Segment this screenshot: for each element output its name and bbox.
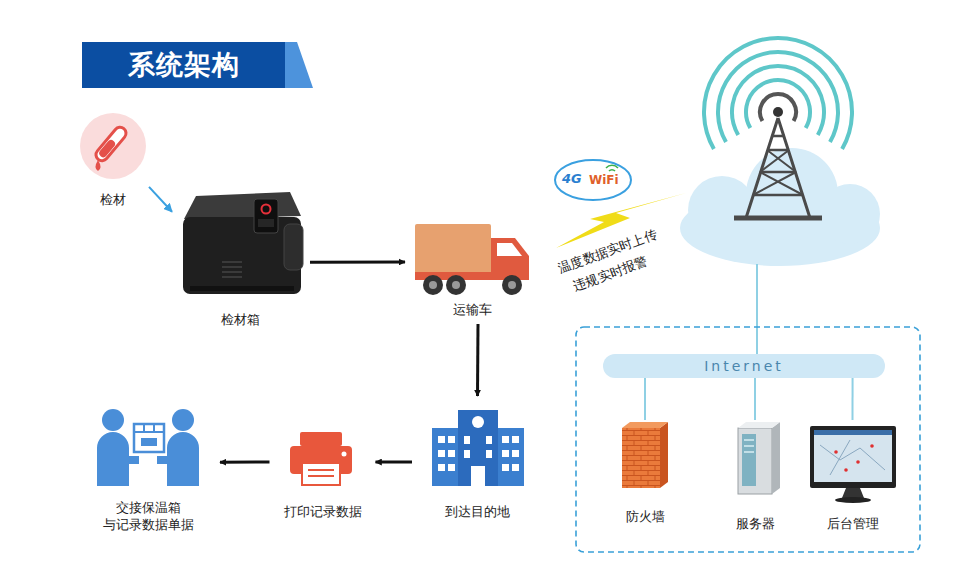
title-banner xyxy=(82,42,313,88)
node-label: 后台管理 xyxy=(825,515,881,532)
flow-arrow xyxy=(376,460,413,463)
truck xyxy=(415,224,529,295)
handover-node: 交接保温箱 与记录数据单据 xyxy=(84,402,212,533)
truck-node: 运输车 xyxy=(410,218,535,318)
specimen-node: 检材 xyxy=(80,112,146,208)
network-link xyxy=(852,378,854,420)
printer xyxy=(290,432,352,485)
console-node: 后台管理 xyxy=(805,420,900,532)
building xyxy=(432,410,524,486)
node-label: 防火墙 xyxy=(624,508,667,525)
firewall-icon xyxy=(622,422,668,488)
server-node: 服务器 xyxy=(725,420,785,532)
network-4g: 4G xyxy=(562,171,582,187)
node-label: 服务器 xyxy=(734,515,777,532)
flow-arrow xyxy=(220,461,270,464)
node-label: 检材 xyxy=(98,191,128,208)
flow-arrow xyxy=(310,261,405,264)
specimen-icon xyxy=(80,113,146,179)
cooler-box xyxy=(183,192,303,294)
network-wifi: WiFi xyxy=(589,172,619,188)
internet-bar: Internet xyxy=(603,354,885,378)
printer-node: 打印记录数据 xyxy=(278,425,368,520)
signal-arcs xyxy=(704,38,852,149)
node-label: 运输车 xyxy=(451,301,494,318)
bar-label: Internet xyxy=(702,358,786,375)
network-link xyxy=(754,378,756,420)
node-label: 到达目的地 xyxy=(443,503,512,520)
cooler-box-node: 检材箱 xyxy=(175,188,305,328)
network-badge xyxy=(555,160,631,200)
server-icon xyxy=(738,422,780,494)
firewall-node: 防火墙 xyxy=(615,420,675,525)
flow-arrow xyxy=(476,324,480,396)
cloud xyxy=(680,148,880,266)
node-label: 检材箱 xyxy=(219,311,262,328)
uplink-line xyxy=(756,264,758,354)
destination-node: 到达目的地 xyxy=(420,402,535,520)
network-link xyxy=(644,378,646,420)
radio-tower xyxy=(734,107,822,218)
handover-people xyxy=(97,409,199,486)
title-text: 系统架构 xyxy=(82,43,285,87)
node-label: 打印记录数据 xyxy=(282,503,364,520)
flow-arrow xyxy=(149,187,172,212)
network-region xyxy=(576,327,920,552)
monitor-icon xyxy=(810,426,896,503)
node-label: 交接保温箱 与记录数据单据 xyxy=(84,499,212,533)
